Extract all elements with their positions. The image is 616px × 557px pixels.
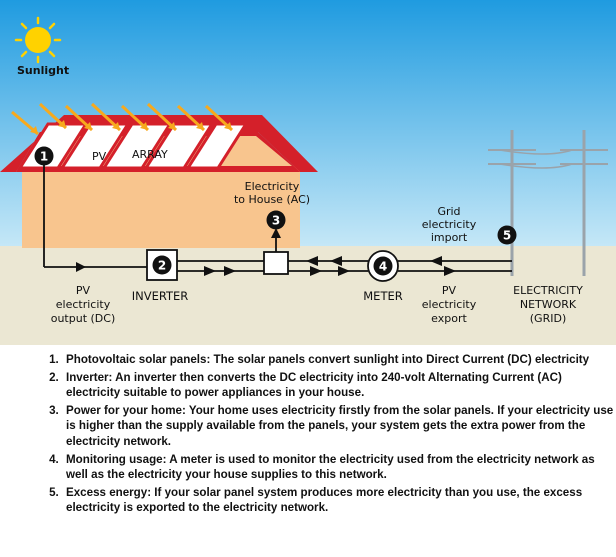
house-junction-box [263,251,289,275]
svg-text:4: 4 [379,260,387,274]
network-label-1: ELECTRICITY [513,284,583,297]
pv-label: PV [92,150,107,163]
notes-list: Photovoltaic solar panels: The solar pan… [0,345,616,516]
solar-system-diagram: Sunlight PV ARRAY [0,0,616,345]
marker-5: 5 [497,225,517,245]
dc-wire [43,156,147,268]
ac-wires [177,236,512,272]
grid-import-label-3: import [431,231,468,244]
sun-ray-arrowheads [30,120,232,134]
note-item-4: Monitoring usage: A meter is used to mon… [62,452,616,483]
dc-arrow-icon [76,262,86,272]
note-item-2: Inverter: An inverter then converts the … [62,370,616,401]
svg-text:3: 3 [272,214,280,228]
marker-2: 2 [152,255,172,275]
flow-arrow-icons [204,228,456,276]
house-label-1: Electricity [245,180,300,193]
inverter-label: INVERTER [132,289,189,303]
grid-import-label-1: Grid [437,205,460,218]
meter-label: METER [363,289,402,303]
marker-4: 4 [373,256,393,276]
pv-array [17,122,249,170]
note-item-3: Power for your home: Your home uses elec… [62,403,616,450]
grid-import-label-2: electricity [422,218,477,231]
house-label-2: to House (AC) [234,193,310,206]
network-label-2: NETWORK [520,298,577,311]
pv-output-label-1: PV [76,284,91,297]
array-label: ARRAY [132,148,168,161]
sun-icon [14,16,62,64]
note-item-1: Photovoltaic solar panels: The solar pan… [62,352,616,368]
svg-text:1: 1 [40,150,48,164]
pv-export-label-2: electricity [422,298,477,311]
svg-text:5: 5 [503,229,511,243]
svg-text:2: 2 [158,259,166,273]
explanation-notes: Photovoltaic solar panels: The solar pan… [0,345,616,557]
pv-output-label-3: output (DC) [51,312,116,325]
pv-export-label-3: export [431,312,467,325]
marker-1: 1 [34,146,54,166]
sunlight-label: Sunlight [17,64,69,77]
network-label-3: (GRID) [530,312,566,325]
pv-output-label-2: electricity [56,298,111,311]
pv-export-label-1: PV [442,284,457,297]
note-item-5: Excess energy: If your solar panel syste… [62,485,616,516]
power-poles [488,130,608,276]
marker-3: 3 [266,210,286,230]
